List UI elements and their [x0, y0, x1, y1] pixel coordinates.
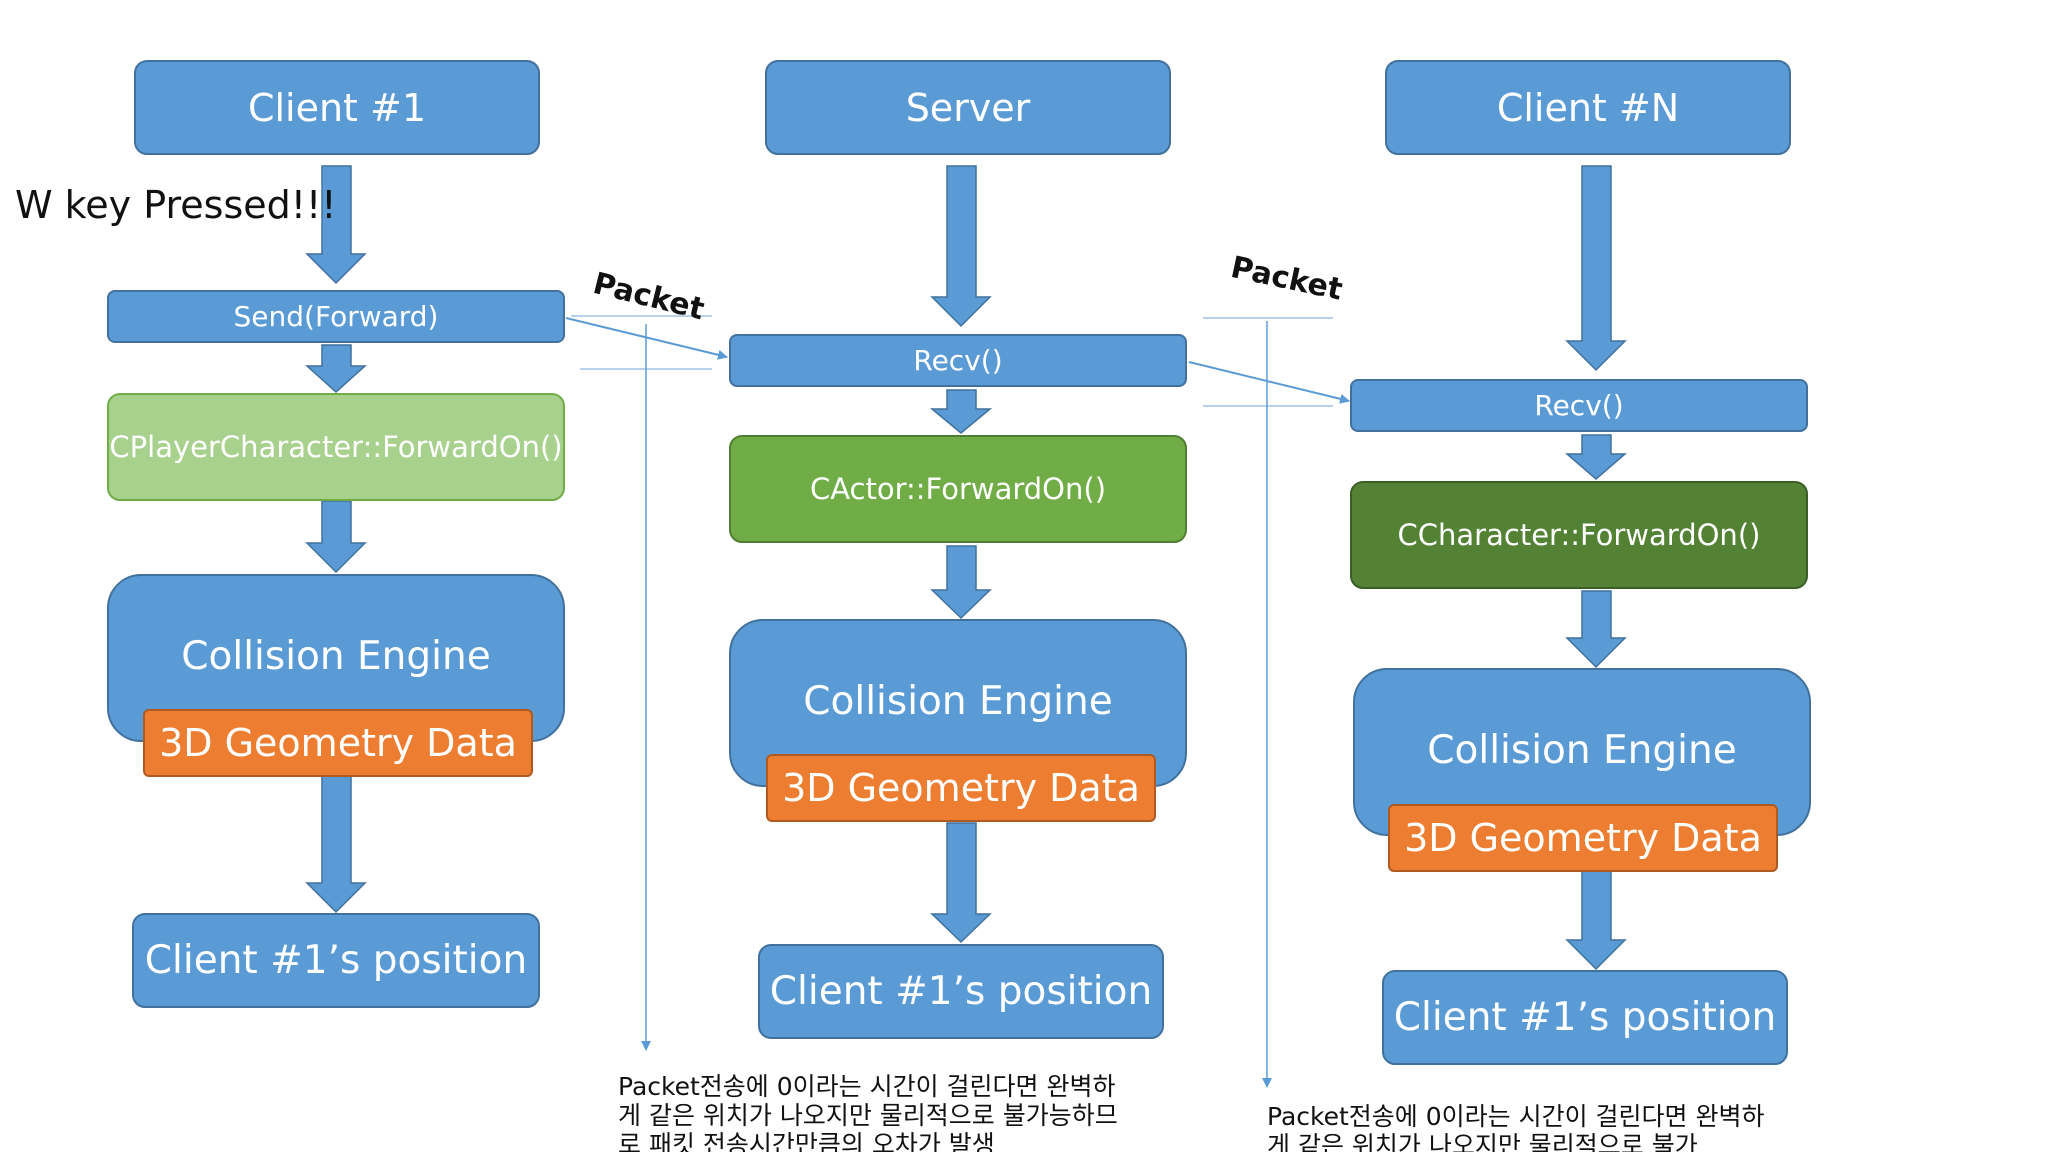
packet-arrow-2: [1188, 361, 1350, 404]
down-arrow-c2-1: [930, 165, 992, 328]
down-arrow-c3-1: [1565, 165, 1627, 372]
down-arrow-c3-2: [1564, 434, 1628, 480]
down-arrow-c3-3: [1565, 590, 1627, 669]
down-arrow-c1-1: [305, 165, 367, 285]
down-arrow-c1-3: [305, 500, 367, 574]
server-forward-box: CActor::ForwardOn(): [729, 435, 1187, 543]
down-arrow-c2-2: [929, 389, 993, 434]
clientN-note: Packet전송에 0이라는 시간이 걸린다면 완벽하게 같은 위치가 나오지만…: [1267, 1102, 1765, 1152]
clientN-recv-box: Recv(): [1350, 379, 1808, 432]
client1-forward-box: CPlayerCharacter::ForwardOn(): [107, 393, 565, 501]
server-recv-box: Recv(): [729, 334, 1187, 387]
down-arrow-c2-3: [930, 545, 992, 620]
clientN-forward-box: CCharacter::ForwardOn(): [1350, 481, 1808, 589]
down-arrow-c3-4: [1565, 870, 1627, 971]
client1-geometry-data: 3D Geometry Data: [143, 709, 533, 777]
clientN-position-box: Client #1’s position: [1382, 970, 1788, 1065]
server-geometry-data: 3D Geometry Data: [766, 754, 1156, 822]
server-title-box: Server: [765, 60, 1171, 155]
key-pressed-label: W key Pressed!!!: [15, 183, 337, 227]
client1-send-box: Send(Forward): [107, 290, 565, 343]
server-note: Packet전송에 0이라는 시간이 걸린다면 완벽하게 같은 위치가 나오지만…: [618, 1072, 1118, 1152]
down-arrow-c1-2: [305, 344, 367, 394]
down-arrow-c2-4: [930, 822, 992, 944]
clientN-geometry-data: 3D Geometry Data: [1388, 804, 1778, 872]
clientN-title-box: Client #N: [1385, 60, 1791, 155]
server-collision-engine: Collision Engine: [729, 619, 1187, 787]
client1-title-box: Client #1: [134, 60, 540, 155]
down-arrow-c1-4: [305, 775, 367, 914]
server-position-box: Client #1’s position: [758, 944, 1164, 1039]
client1-position-box: Client #1’s position: [132, 913, 540, 1008]
